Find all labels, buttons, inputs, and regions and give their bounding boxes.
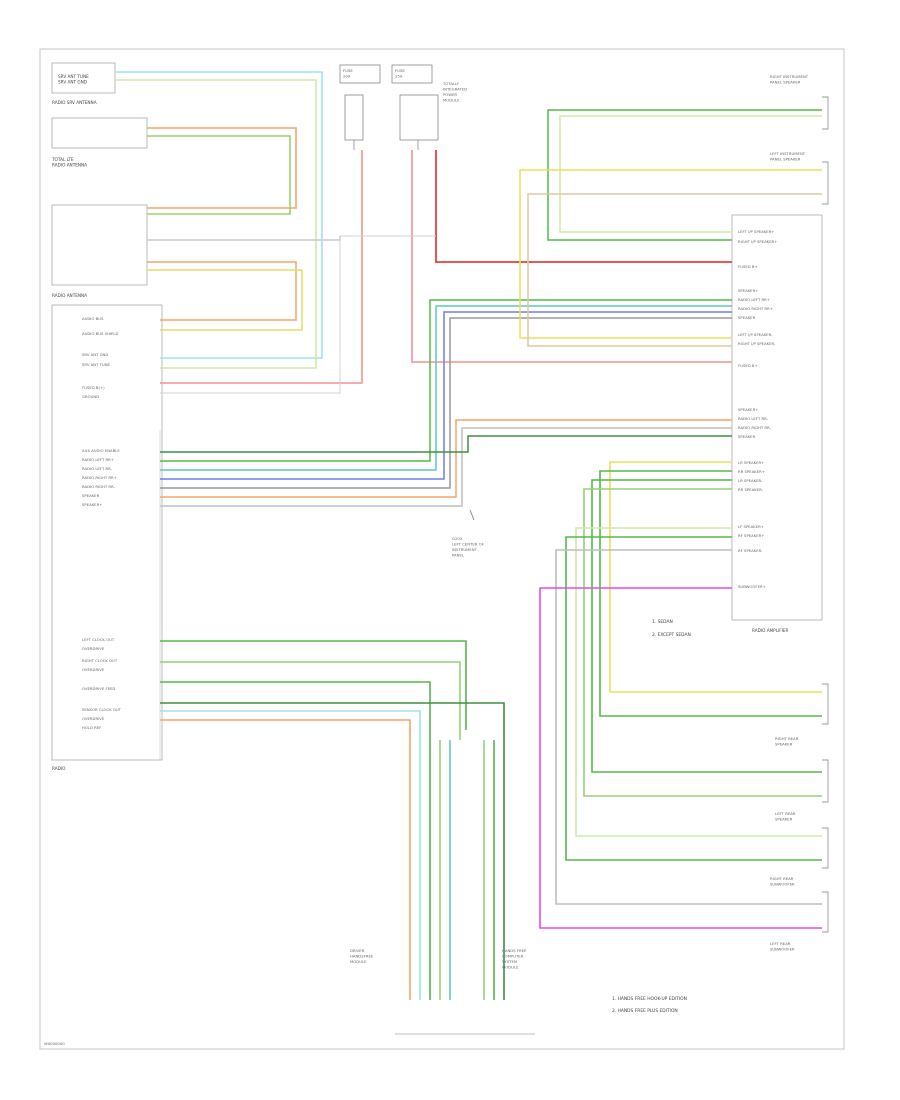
svg-text:LEFT I/P SPEAKER+: LEFT I/P SPEAKER+ [738,229,774,234]
svg-text:SPEAKER+: SPEAKER+ [82,502,102,507]
svg-text:RF SPEAKER-: RF SPEAKER- [738,548,763,553]
radio-antenna-box [51,204,148,286]
footnote-2: 2. HANDS FREE PLUS EDITION [612,1008,678,1014]
radio-pin-labels: AUDIO BUS AUDIO BUS SHIELD SRV ANT GND S… [82,316,122,730]
svg-text:LEFT CLOCK OUT: LEFT CLOCK OUT [82,637,115,642]
svg-text:SPEAKER+: SPEAKER+ [738,288,758,293]
svg-text:HOLD REF: HOLD REF [82,725,101,730]
wires-rear [539,461,822,929]
wires-lte [147,127,297,215]
svg-text:FUSED B(+): FUSED B(+) [82,385,105,390]
srv-antenna-box [51,62,116,94]
footnote-1: 1. HANDS FREE HOOK-UP EDITION [612,996,687,1002]
wires-right-ip [519,109,822,347]
fuse-right [391,64,439,150]
svg-text:SRV ANT GND: SRV ANT GND [82,352,108,357]
radio-box [51,304,163,761]
svg-text:SPEAKER+: SPEAKER+ [738,407,758,412]
svg-text:RADIO LEFT RR-: RADIO LEFT RR- [82,466,113,471]
svg-text:AUDIO BUS: AUDIO BUS [82,316,104,321]
wires-power [160,150,732,394]
wires-ground-bundle [160,299,732,521]
radio-antenna-label: RADIO ANTENNA [52,293,87,298]
svg-text:SPEAKER: SPEAKER [82,493,100,498]
amp-pin-labels: LEFT I/P SPEAKER+ RIGHT I/P SPEAKER+ FUS… [738,229,777,589]
page-code: W0000000 [44,1041,65,1046]
svg-text:RADIO RIGHT RR+: RADIO RIGHT RR+ [738,306,773,311]
note-except-sedan: 2. EXCEPT SEDAN [652,632,691,638]
svg-text:SENSOR CLOCK OUT: SENSOR CLOCK OUT [82,707,122,712]
svg-text:LEFT I/P SPEAKER-: LEFT I/P SPEAKER- [738,332,773,337]
radio-amplifier-box [731,214,823,621]
svg-text:LF SPEAKER+: LF SPEAKER+ [738,524,764,529]
svg-text:OVERDRIVE: OVERDRIVE [82,667,105,672]
fuse-left [339,64,381,150]
svg-text:LR SPEAKER-: LR SPEAKER- [738,478,763,483]
svg-text:SPEAKER: SPEAKER [738,315,756,320]
diagram-frame [39,48,845,1050]
svg-text:FUSED B+: FUSED B+ [738,264,758,269]
svg-text:SUBWOOFER+: SUBWOOFER+ [738,584,766,589]
radio-amplifier-label: RADIO AMPLIFIER [752,628,789,633]
radio-label: RADIO [52,766,66,771]
svg-text:RADIO LEFT RR-: RADIO LEFT RR- [738,416,769,421]
svg-text:RIGHT I/P SPEAKER+: RIGHT I/P SPEAKER+ [738,239,777,244]
svg-text:RR SPEAKER-: RR SPEAKER- [738,487,764,492]
svg-text:FUSED B+: FUSED B+ [738,363,758,368]
svg-text:LR SPEAKER+: LR SPEAKER+ [738,460,764,465]
svg-text:GROUND: GROUND [82,394,99,399]
svg-text:RADIO RIGHT RR-: RADIO RIGHT RR- [82,484,116,489]
note-sedan: 1. SEDAN [652,619,673,625]
radio-srv-antenna-label: RADIO SRV ANTENNA [52,100,97,105]
svg-text:OVERDRIVE: OVERDRIVE [82,646,105,651]
svg-text:RADIO RIGHT RR+: RADIO RIGHT RR+ [82,475,117,480]
svg-text:RR SPEAKER+: RR SPEAKER+ [738,469,765,474]
svg-text:RADIO LEFT RR+: RADIO LEFT RR+ [738,297,770,302]
svg-text:OVERDRIVE FEED: OVERDRIVE FEED [82,686,115,691]
total-lte-box [51,117,148,149]
svg-text:SPEAKER: SPEAKER [738,434,756,439]
svg-text:AUDIO BUS SHIELD: AUDIO BUS SHIELD [82,331,119,336]
wires-handsfree [160,640,505,1000]
svg-text:RADIO LEFT RR+: RADIO LEFT RR+ [82,457,114,462]
speaker-connectors [822,96,829,933]
wires-top [115,71,323,369]
wires-antenna [147,236,341,331]
svg-text:RADIO RIGHT RR-: RADIO RIGHT RR- [738,425,772,430]
svg-text:RIGHT CLOCK OUT: RIGHT CLOCK OUT [82,658,118,663]
svg-text:RIGHT I/P SPEAKER-: RIGHT I/P SPEAKER- [738,341,776,346]
svg-text:SRV ANT TUNE: SRV ANT TUNE [82,362,111,367]
svg-text:OVERDRIVE: OVERDRIVE [82,716,105,721]
svg-text:AUX AUDIO ENABLE: AUX AUDIO ENABLE [82,448,120,453]
svg-text:RF SPEAKER+: RF SPEAKER+ [738,533,764,538]
